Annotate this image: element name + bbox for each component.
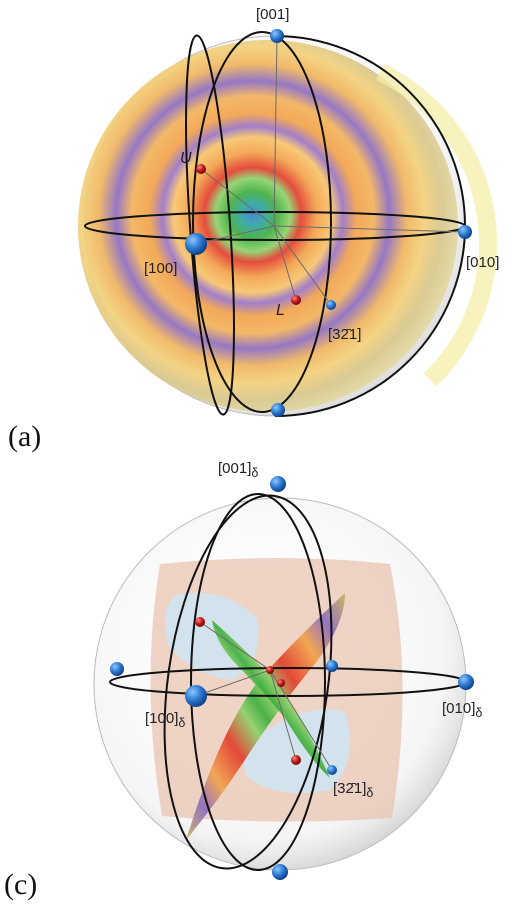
meridian-circle-c1 <box>190 493 326 871</box>
meridian-circle-2 <box>185 34 235 416</box>
axis-marker-321-c <box>327 765 337 775</box>
axis-label-100-c-text: [100] <box>145 710 179 727</box>
banded-surface-a <box>78 40 458 412</box>
axis-label-001-c-subscript: δ <box>251 466 259 480</box>
axis-label-010-c-subscript: δ <box>475 706 483 720</box>
axis-label-001-c: [001]δ <box>218 460 258 480</box>
point-marker-3-c <box>277 679 285 687</box>
direction-lines-a <box>195 35 466 306</box>
axis-marker-001-c <box>270 476 286 492</box>
axis-label-001-c-text: [001] <box>218 460 252 477</box>
axis-marker-010-c <box>458 674 474 690</box>
axis-label-321-c: [32̄1]δ <box>333 780 373 800</box>
sphere-a-figure <box>78 29 497 417</box>
point-label-l: L <box>276 302 285 319</box>
rim-highlight <box>376 63 497 387</box>
axis-marker-bottom <box>271 403 285 417</box>
axis-label-321: [32̄1] <box>328 326 362 343</box>
axis-marker-back-c <box>326 660 338 672</box>
meridian-circle-c2 <box>163 494 333 870</box>
axis-label-321-c-subscript: δ <box>366 786 374 800</box>
axis-label-321-c-text: [32̄1] <box>333 780 367 797</box>
point-label-u: U <box>180 150 192 167</box>
axis-marker-100 <box>185 233 207 255</box>
point-marker-4-c <box>291 755 301 765</box>
axis-label-001: [001] <box>256 6 290 23</box>
point-marker-2-c <box>266 666 274 674</box>
axis-marker-bottom-c <box>272 864 288 880</box>
point-marker-u <box>196 164 206 174</box>
point-marker-l <box>291 295 301 305</box>
axis-marker-321 <box>326 300 336 310</box>
point-marker-1-c <box>195 617 205 627</box>
panel-c: [001]δ [100]δ [010]δ [32̄1]δ (c) <box>0 460 520 904</box>
panel-label-c: (c) <box>4 868 38 901</box>
panel-label-a: (a) <box>8 420 42 453</box>
axis-marker-001 <box>270 29 284 43</box>
axis-label-010-c-text: [010] <box>442 700 476 717</box>
ribbon-surface-2 <box>212 620 330 778</box>
great-circles-c <box>109 493 467 871</box>
axis-marker-010 <box>458 225 472 239</box>
sphere-c-figure <box>93 476 474 880</box>
panel-a: [001] [100] [010] [32̄1] U L (a) <box>8 6 500 453</box>
axis-label-100-c: [100]δ <box>145 710 185 730</box>
axis-label-010: [010] <box>466 254 500 271</box>
axis-label-010-c: [010]δ <box>442 700 482 720</box>
axis-label-100-c-subscript: δ <box>178 716 186 730</box>
ribbon-surface-1 <box>186 593 345 840</box>
axis-label-100: [100] <box>144 260 178 277</box>
axis-marker-left-c <box>110 662 124 676</box>
meridian-circle-1 <box>192 31 332 413</box>
axis-marker-100-c <box>185 685 207 707</box>
